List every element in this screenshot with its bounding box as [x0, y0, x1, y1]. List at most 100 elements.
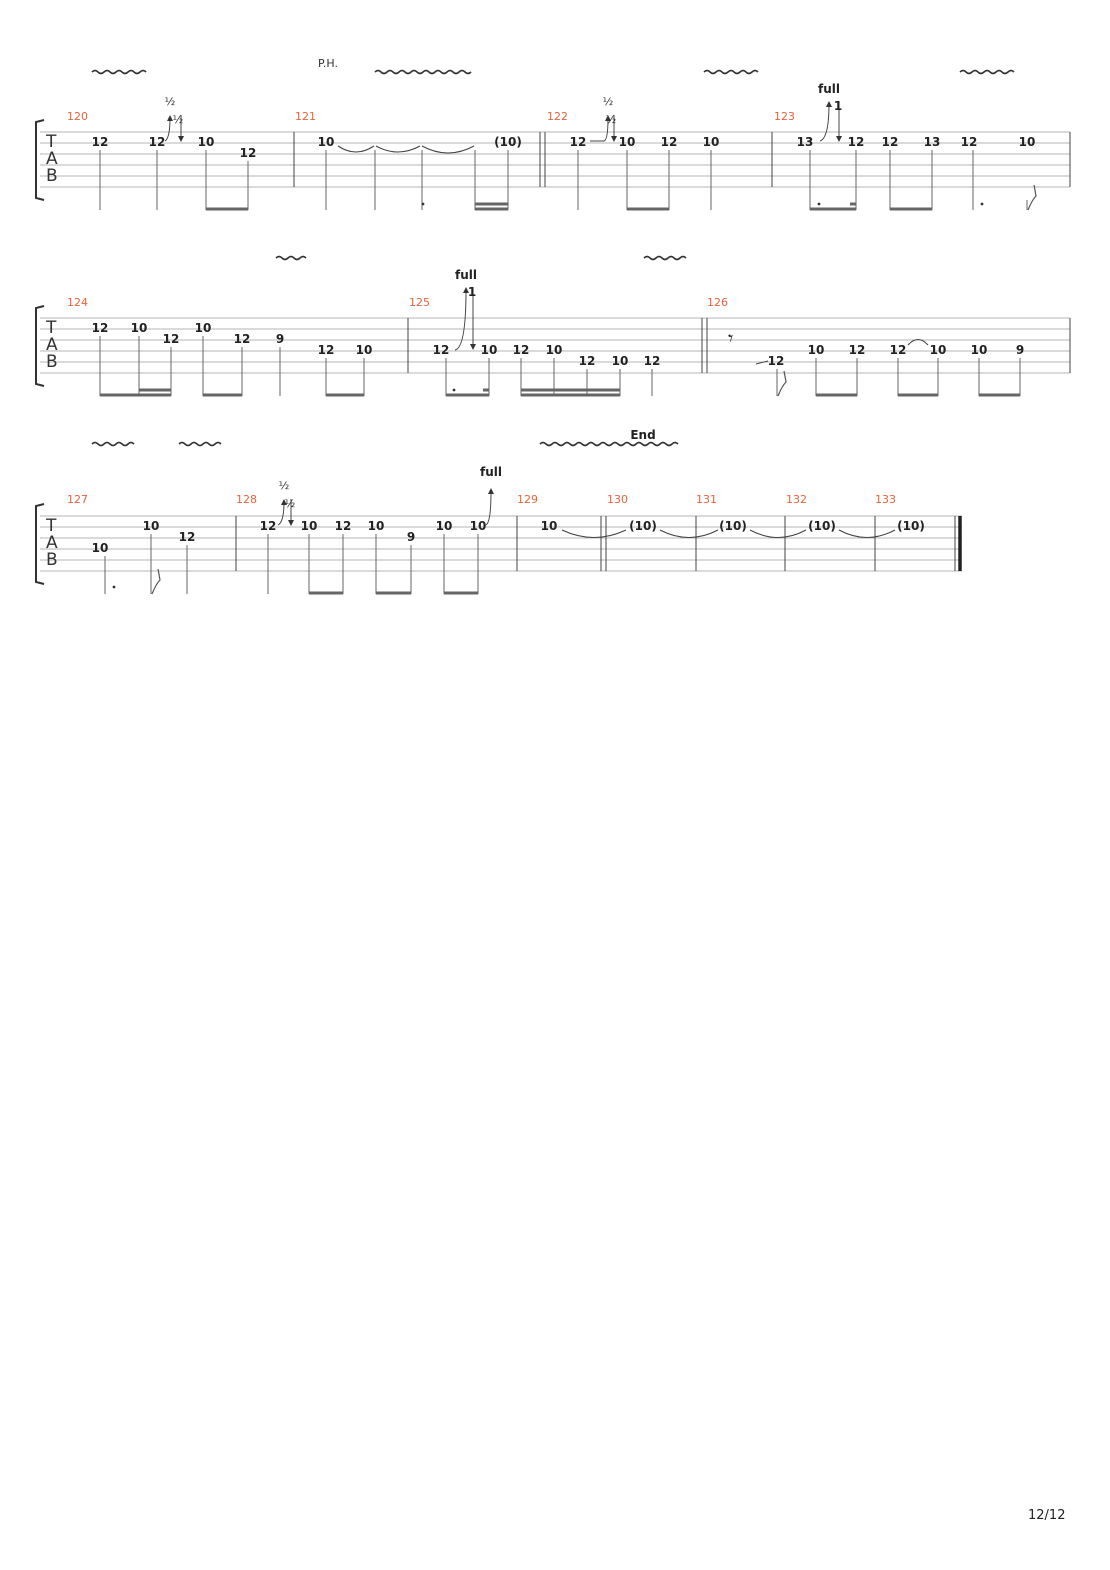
release-arrow-icon: [611, 136, 617, 142]
tab-clef-a: A: [46, 149, 58, 169]
tie: [375, 145, 421, 153]
vibrato-mark: [643, 255, 687, 261]
fret-number: (10): [494, 135, 522, 149]
fret-number: 12: [335, 519, 352, 533]
dot: [817, 202, 821, 206]
vibrato-mark: [539, 441, 679, 447]
fret-number: 13: [797, 135, 814, 149]
bend-amount: full: [480, 465, 502, 479]
fret-number: 10: [930, 343, 947, 357]
dot: [452, 388, 456, 392]
fret-number: 10: [301, 519, 318, 533]
fret-number: 12: [848, 135, 865, 149]
measure-number: 128: [236, 493, 257, 506]
fret-number: 10: [143, 519, 160, 533]
tab-clef-b: B: [46, 166, 58, 186]
measure-number: 127: [67, 493, 88, 506]
bend-arrow-icon: [605, 115, 611, 121]
tie: [561, 529, 627, 538]
vibrato-mark: [374, 69, 472, 75]
vibrato-mark: [959, 69, 1015, 75]
bend-curve: [819, 103, 830, 142]
fret-number: 12: [961, 135, 978, 149]
fret-number: 12: [890, 343, 907, 357]
fret-number: 10: [541, 519, 558, 533]
tab-clef-t: T: [45, 132, 57, 152]
tab-clef-t: T: [45, 516, 57, 536]
tie: [838, 529, 896, 539]
fret-number: 12: [92, 135, 109, 149]
measure-number: 129: [517, 493, 538, 506]
fret-number: 12: [163, 332, 180, 346]
fret-number: 9: [1016, 343, 1024, 357]
fret-number: 10: [198, 135, 215, 149]
dot: [980, 202, 984, 206]
fret-number: 10: [470, 519, 487, 533]
slide-line: [755, 360, 769, 365]
fret-number: 12: [149, 135, 166, 149]
tie: [421, 145, 475, 154]
tab-clef-t: T: [45, 318, 57, 338]
flag: [151, 568, 161, 595]
palm-harmonic-label: P.H.: [318, 57, 338, 70]
bend-amount: full: [818, 82, 840, 96]
fret-number: (10): [629, 519, 657, 533]
release-amount: ½: [606, 113, 617, 126]
bend-amount: full: [455, 268, 477, 282]
measure-number: 131: [696, 493, 717, 506]
system-1: T A B P.H. 120 121 122 123 12 12 10 12 ½…: [35, 57, 1071, 211]
vibrato-mark: [91, 441, 135, 447]
bend-amount: ½: [279, 479, 290, 492]
bend-amount: ½: [603, 95, 614, 108]
bend-curve: [590, 117, 609, 142]
flag: [1027, 184, 1037, 211]
fret-number: 10: [808, 343, 825, 357]
staff-lines: [40, 515, 962, 572]
fret-number: 10: [619, 135, 636, 149]
measure-number: 126: [707, 296, 728, 309]
vibrato-mark: [178, 441, 222, 447]
fret-number: 10: [481, 343, 498, 357]
release-amount: 1: [468, 285, 476, 299]
bend-curve: [164, 117, 171, 142]
fret-number: 10: [195, 321, 212, 335]
fret-number: 10: [356, 343, 373, 357]
fret-number: 13: [924, 135, 941, 149]
measure-number: 122: [547, 110, 568, 123]
measure-number: 133: [875, 493, 896, 506]
fret-number: 10: [612, 354, 629, 368]
fret-number: 12: [234, 332, 251, 346]
system-bracket: [35, 305, 45, 387]
bend-arrow-icon: [826, 101, 832, 107]
system-3: T A B End 127 128 129 130 131 132 133 10…: [35, 428, 962, 595]
fret-number: 9: [407, 530, 415, 544]
tab-clef-b: B: [46, 550, 58, 570]
release-arrow-icon: [288, 520, 294, 526]
fret-number: 12: [768, 354, 785, 368]
fret-number: 12: [849, 343, 866, 357]
flag: [777, 370, 787, 397]
fret-number: 12: [570, 135, 587, 149]
slur: [907, 338, 929, 346]
bend-curve: [277, 501, 285, 526]
fret-number: 10: [318, 135, 335, 149]
tie: [749, 529, 807, 539]
fret-number: 10: [546, 343, 563, 357]
section-label-end: End: [630, 428, 655, 442]
fret-number: 12: [579, 354, 596, 368]
system-bracket: [35, 119, 45, 201]
bend-arrow-icon: [167, 115, 173, 121]
system-bracket: [35, 503, 45, 585]
fret-number: 12: [433, 343, 450, 357]
measure-number: 120: [67, 110, 88, 123]
fret-number: (10): [897, 519, 925, 533]
bend-arrow-icon: [281, 499, 287, 505]
fret-number: 12: [661, 135, 678, 149]
measure-number: 123: [774, 110, 795, 123]
release-arrow-icon: [836, 136, 842, 142]
fret-number: 12: [92, 321, 109, 335]
fret-number: 12: [318, 343, 335, 357]
vibrato-mark: [91, 69, 147, 75]
fret-number: 10: [971, 343, 988, 357]
fret-number: 9: [276, 332, 284, 346]
